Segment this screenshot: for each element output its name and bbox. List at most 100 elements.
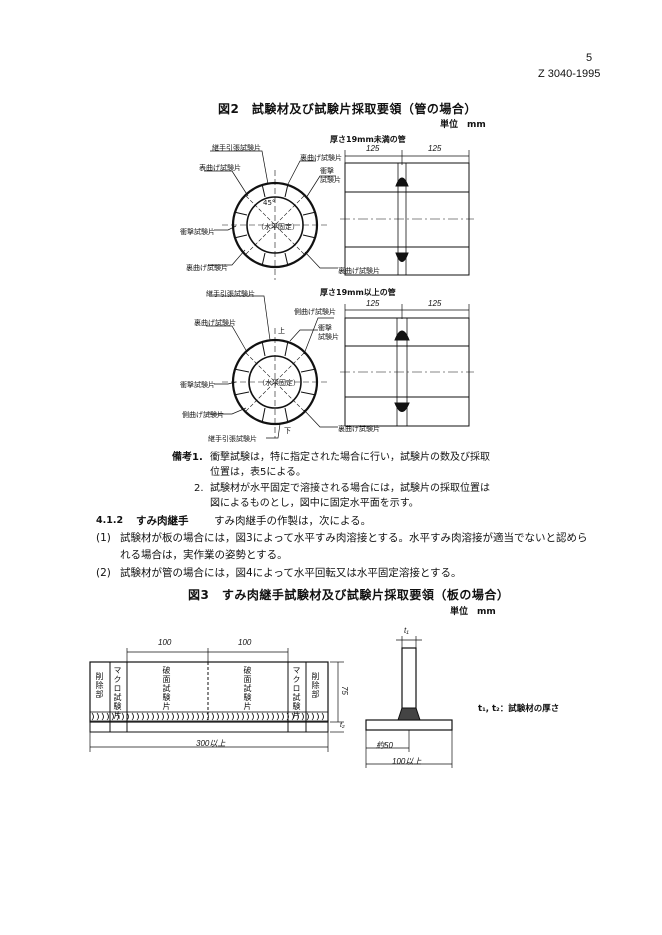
fig2-title: 図2 試験材及び試験片採取要領（管の場合） xyxy=(218,102,477,116)
section-number: 4.1.2 xyxy=(96,515,124,526)
weld-ripple xyxy=(271,712,274,721)
dim-75: 75 xyxy=(340,686,349,695)
weld-ripple xyxy=(266,712,269,721)
weld-ripple xyxy=(211,712,214,721)
weld-ripple xyxy=(186,712,189,721)
weld-ripple xyxy=(276,712,279,721)
dim-125-top-left: 125 xyxy=(366,144,380,153)
weld-ripple xyxy=(221,712,224,721)
weld-ripple xyxy=(246,712,249,721)
page-number: 5 xyxy=(586,52,593,64)
remark2-line2: 図によるものとし，図中に固定水平面を示す。 xyxy=(210,498,419,509)
weld-ripple xyxy=(131,712,134,721)
item1-line1: 試験材が板の場合には，図3によって水平すみ肉溶接とする。水平すみ肉溶接が適当でな… xyxy=(120,532,588,544)
section-intro: すみ肉継手の作製は，次による。 xyxy=(214,515,372,527)
fig3-unit: 単位 mm xyxy=(450,607,496,617)
label-joint-tensile-top: 継手引張試験片 xyxy=(206,290,255,298)
item2-line1: 試験材が管の場合には，図4によって水平回転又は水平固定溶接とする。 xyxy=(120,567,462,579)
standard-code: Z 3040-1995 xyxy=(538,68,601,80)
weld-ripple xyxy=(206,712,209,721)
weld-ripple xyxy=(216,712,219,721)
remark1-line2: 位置は，表5による。 xyxy=(210,467,307,478)
dim-125-bottom-right: 125 xyxy=(428,299,442,308)
weld-ripple xyxy=(236,712,239,721)
weld-ripple xyxy=(281,712,284,721)
label-joint-tensile-bottom: 継手引張試験片 xyxy=(208,435,257,443)
dim-100-left: 100 xyxy=(158,638,172,647)
remark1-line1: 衝撃試験は，特に指定された場合に行い，試験片の数及び採取 xyxy=(210,452,490,463)
weld-ripple xyxy=(296,712,299,721)
weld-ripple xyxy=(136,712,139,721)
weld-ripple xyxy=(96,712,99,721)
dim-125-top-right: 125 xyxy=(428,144,442,153)
weld-ripple xyxy=(251,712,254,721)
label-center-top: （水平固定） xyxy=(257,223,299,231)
section-heading: すみ肉継手 xyxy=(136,515,189,527)
label-impact-left: 衝撃試験片 xyxy=(180,228,215,236)
label-down: 下 xyxy=(284,427,291,435)
weld-ripple xyxy=(241,712,244,721)
weld-ripple xyxy=(181,712,184,721)
label-root-bend-left: 裏曲げ試験片 xyxy=(186,264,228,272)
weld-ripple xyxy=(161,712,164,721)
strip-macro-right: マクロ試験片 xyxy=(292,666,301,720)
weld-ripple xyxy=(316,712,319,721)
dim-300: 300以上 xyxy=(196,739,226,748)
item1-number: (1) xyxy=(96,532,111,544)
weld-ripple xyxy=(261,712,264,721)
fig3-title: 図3 すみ肉継手試験材及び試験片採取要領（板の場合） xyxy=(188,588,510,602)
dim-100-right: 100 xyxy=(238,638,252,647)
fig2-bottom-subtitle: 厚さ19mm以上の管 xyxy=(320,288,396,297)
weld-ripple xyxy=(226,712,229,721)
weld-ripple xyxy=(231,712,234,721)
weld-ripple xyxy=(191,712,194,721)
weld-ripple xyxy=(106,712,109,721)
weld-ripple xyxy=(321,712,324,721)
remark2-label: 2. xyxy=(194,483,204,494)
label-side-bend-right: 裏曲げ試験片 xyxy=(338,425,380,433)
dim-t2: t₂ xyxy=(340,722,345,729)
label-root-bend-top: 裏曲げ試験片 xyxy=(300,154,342,162)
weld-ripple xyxy=(116,712,119,721)
strip-removed-right: 削除部 xyxy=(311,672,320,699)
item1-line2: れる場合は，実作業の姿勢とする。 xyxy=(120,549,288,561)
label-impact-right: 衝撃試験片 xyxy=(320,167,341,184)
strip-removed-left: 削除部 xyxy=(95,672,104,699)
weld-ripple xyxy=(311,712,314,721)
label-center-bottom: （水平固定） xyxy=(258,379,300,387)
weld-ripple xyxy=(111,712,114,721)
remark2-line1: 試験材が水平固定で溶接される場合には，試験片の採取位置は xyxy=(210,483,490,494)
label-face-bend: 表曲げ試験片 xyxy=(199,164,241,172)
label-root-bend-right: 裏曲げ試験片 xyxy=(338,267,380,275)
weld-ripple xyxy=(151,712,154,721)
weld-ripple xyxy=(156,712,159,721)
weld-ripple xyxy=(201,712,204,721)
label-up: 上 xyxy=(278,327,285,335)
label-impact-right-bottom: 衝撃試験片 xyxy=(318,324,339,341)
remarks-label: 備考1. xyxy=(172,452,203,463)
weld-ripple xyxy=(141,712,144,721)
label-impact-left-bottom: 衝撃試験片 xyxy=(180,381,215,389)
weld-ripple xyxy=(101,712,104,721)
weld-ripple xyxy=(286,712,289,721)
weld-ripple xyxy=(176,712,179,721)
weld-ripple xyxy=(171,712,174,721)
weld-ripple xyxy=(301,712,304,721)
label-side-bend-top: 側曲げ試験片 xyxy=(294,308,336,316)
fig3-legend: t₁, t₂：試験材の厚さ xyxy=(478,704,560,714)
fig2-unit: 単位 mm xyxy=(440,120,486,130)
weld-ripple xyxy=(121,712,124,721)
fig2-top-subtitle: 厚さ19mm未満の管 xyxy=(330,135,406,144)
weld-ripple xyxy=(196,712,199,721)
strip-fracture-right: 破面試験片 xyxy=(243,666,252,711)
item2-number: (2) xyxy=(96,567,111,579)
dim-125-bottom-left: 125 xyxy=(366,299,380,308)
dim-t1: t₁ xyxy=(404,626,409,635)
label-angle: 45° xyxy=(263,199,276,207)
label-face-bend-bottom: 裏曲げ試験片 xyxy=(194,319,236,327)
dim-50: 約50 xyxy=(376,741,393,750)
weld-ripple xyxy=(91,712,94,721)
weld-ripple xyxy=(306,712,309,721)
